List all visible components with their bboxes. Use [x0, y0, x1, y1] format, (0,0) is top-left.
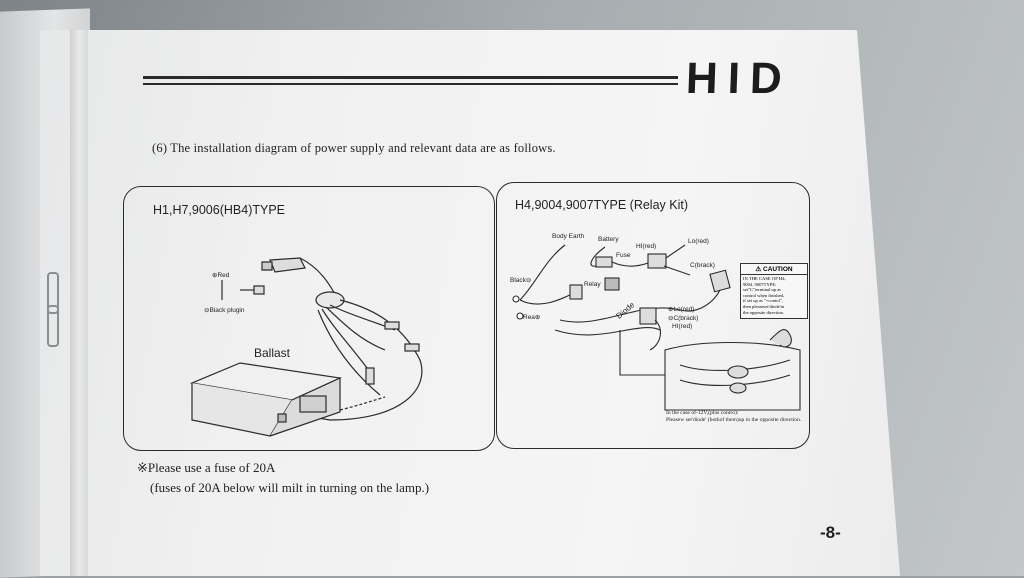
panel-h1-h7-9006 — [123, 186, 495, 451]
intro-text: (6) The installation diagram of power su… — [152, 141, 556, 155]
red-label-right: Rea⊕ — [523, 314, 541, 321]
caution-line: the opposite direction. — [743, 309, 784, 315]
relay-label: Relay — [584, 281, 601, 288]
caution-text: IN THE CASE OF H4, 9004, 9007TYPE: set"C… — [741, 275, 807, 316]
page-number: -8- — [820, 523, 841, 542]
lo-red-top-label: Lo(red) — [688, 238, 709, 245]
header-rule — [143, 83, 678, 85]
ballast-label: Ballast — [254, 346, 291, 360]
body-earth-label: Body Earth — [552, 233, 585, 240]
fuse-label: Fuse — [616, 252, 631, 259]
footnote-line: Pleasew set'diode' (bothof them)up in th… — [666, 417, 802, 423]
lo-red-label: ⊕Lo(red) — [668, 306, 695, 313]
hi-red-top-label: HI(red) — [636, 243, 657, 250]
fuse-note-detail: (fuses of 20A below will milt in turning… — [150, 480, 430, 495]
black-label: Black⊖ — [510, 277, 532, 284]
diagram-footnote: In the case of-12V,(plus contro): Please… — [666, 410, 801, 424]
footnote-line: In the case of-12V,(plus contro): — [666, 410, 739, 416]
staple — [47, 272, 59, 314]
caution-line: IN THE CASE OF H4, — [743, 276, 786, 281]
red-label: ⊕Red — [212, 272, 230, 279]
header-rule — [143, 76, 678, 79]
caution-line: then pleaseset'diode'in — [743, 303, 785, 309]
book-binding — [70, 30, 88, 576]
fuse-note: ※Please use a fuse of 20A — [137, 460, 276, 475]
panel-h4-9004-9007 — [496, 182, 810, 449]
black-plugin-label: ⊖Black plugin — [204, 307, 245, 314]
caution-title: ⚠ CAUTION — [741, 264, 807, 275]
c-brack-label: ⊖C(brack) — [668, 315, 699, 322]
staple — [47, 305, 59, 347]
caution-line: 9004, 9007TYPE: — [743, 281, 777, 287]
c-brack-top-label: C(brack) — [690, 262, 715, 269]
caution-line: set"C"terminal up as — [743, 287, 781, 293]
panel-title-left: H1,H7,9006(HB4)TYPE — [153, 203, 286, 217]
panel-title-right: H4,9004,9007TYPE (Relay Kit) — [515, 198, 689, 212]
caution-line: control when finished, — [743, 292, 785, 298]
battery-label: Battery — [598, 236, 619, 243]
caution-line: if set up as "+contol", — [743, 298, 783, 304]
caution-box: ⚠ CAUTION IN THE CASE OF H4, 9004, 9007T… — [740, 263, 808, 319]
hi-red-label: HI(red) — [672, 323, 693, 330]
